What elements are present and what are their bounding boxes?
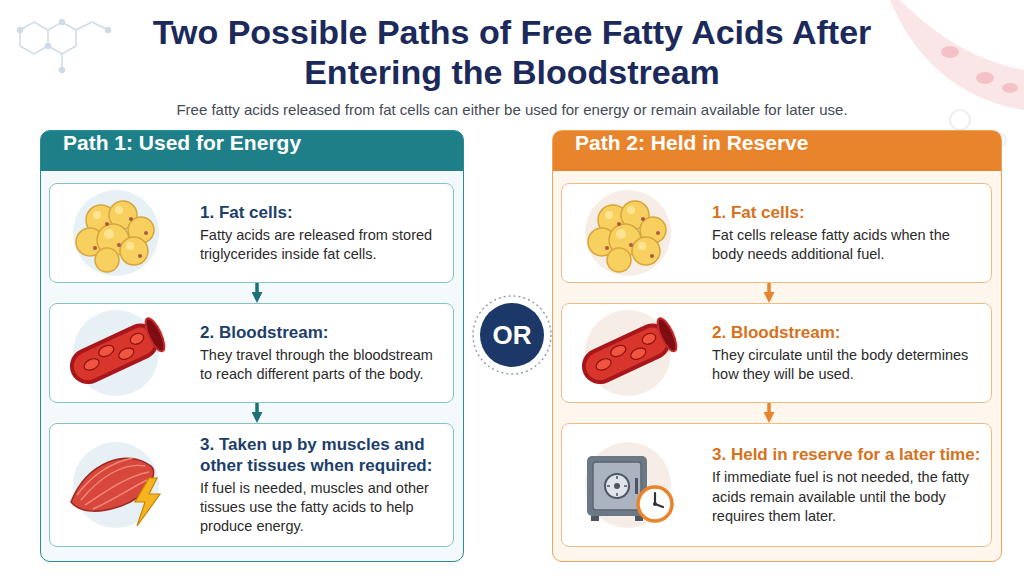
molecule-decoration <box>48 22 76 54</box>
path-header: Path 2: Held in Reserve <box>553 131 1001 171</box>
box-fill <box>49 183 454 283</box>
molecule-decoration <box>46 44 51 49</box>
step-heading: 2. Bloodstream: <box>712 322 981 343</box>
step-icon <box>64 310 168 396</box>
step-icon <box>71 442 160 528</box>
flow-arrow <box>767 283 771 294</box>
or-label: OR <box>493 320 532 351</box>
step-heading: 1. Fat cells: <box>200 202 443 223</box>
flow-arrow <box>255 283 259 294</box>
step-icon <box>585 442 672 528</box>
step-heading: 3. Taken up by muscles and other tissues… <box>200 434 443 477</box>
box-fill <box>561 303 992 403</box>
path-header: Path 1: Used for Energy <box>41 131 463 171</box>
vessel-decoration <box>950 110 970 130</box>
or-circle: OR <box>480 303 544 367</box>
step-text: They circulate until the body determines… <box>712 346 981 384</box>
box-fill <box>49 423 454 547</box>
step-heading: 1. Fat cells: <box>712 202 981 223</box>
step-text: If fuel is needed, muscles and other tis… <box>200 479 443 536</box>
molecule-decoration <box>18 20 111 73</box>
molecule-decoration <box>60 68 65 73</box>
flow-arrow <box>767 403 771 414</box>
step-text: They travel through the bloodstream to r… <box>200 346 443 384</box>
step-icon <box>576 310 680 396</box>
step-heading: 2. Bloodstream: <box>200 322 443 343</box>
step-box: 3. Held in reserve for a later time: If i… <box>561 423 992 547</box>
path-panel: Path 1: Used for Energy 1. Fat cells: Fatt… <box>40 130 464 562</box>
step-icon <box>585 190 671 276</box>
step-heading: 3. Held in reserve for a later time: <box>712 444 981 465</box>
path-panel: Path 2: Held in Reserve 1. Fat cells: Fat … <box>552 130 1002 562</box>
molecule-decoration <box>62 22 108 70</box>
molecule-decoration <box>20 22 48 54</box>
step-box: 1. Fat cells: Fatty acids are released fr… <box>49 183 454 283</box>
molecule-decoration <box>18 28 23 33</box>
step-text: Fatty acids are released from stored tri… <box>200 226 443 264</box>
step-box: 1. Fat cells: Fat cells release fatty aci… <box>561 183 992 283</box>
step-text: If immediate fuel is not needed, the fat… <box>712 468 981 525</box>
step-box: 2. Bloodstream: They travel through the b… <box>49 303 454 403</box>
panel-fill <box>552 130 1002 562</box>
vessel-decoration <box>1002 83 1018 93</box>
vessel-decoration <box>941 46 959 58</box>
panel-fill <box>40 130 464 562</box>
molecule-decoration <box>106 28 111 33</box>
diagram-title: Two Possible Paths of Free Fatty Acids A… <box>112 12 912 92</box>
vessel-decoration <box>890 0 1024 146</box>
step-box: 2. Bloodstream: They circulate until the … <box>561 303 992 403</box>
box-fill <box>49 303 454 403</box>
box-fills <box>40 130 1002 562</box>
molecule-decoration <box>60 20 65 25</box>
box-fill <box>561 423 992 547</box>
vessel-decoration <box>976 72 994 84</box>
vessel-decoration <box>890 0 1024 110</box>
flow-arrow <box>255 403 259 414</box>
diagram-subtitle: Free fatty acids released from fat cells… <box>0 100 1024 119</box>
step-text: Fat cells release fatty acids when the b… <box>712 226 981 264</box>
step-box: 3. Taken up by muscles and other tissues… <box>49 423 454 547</box>
dotted-ring <box>473 296 551 374</box>
box-fill <box>561 183 992 283</box>
step-icon <box>73 190 159 276</box>
